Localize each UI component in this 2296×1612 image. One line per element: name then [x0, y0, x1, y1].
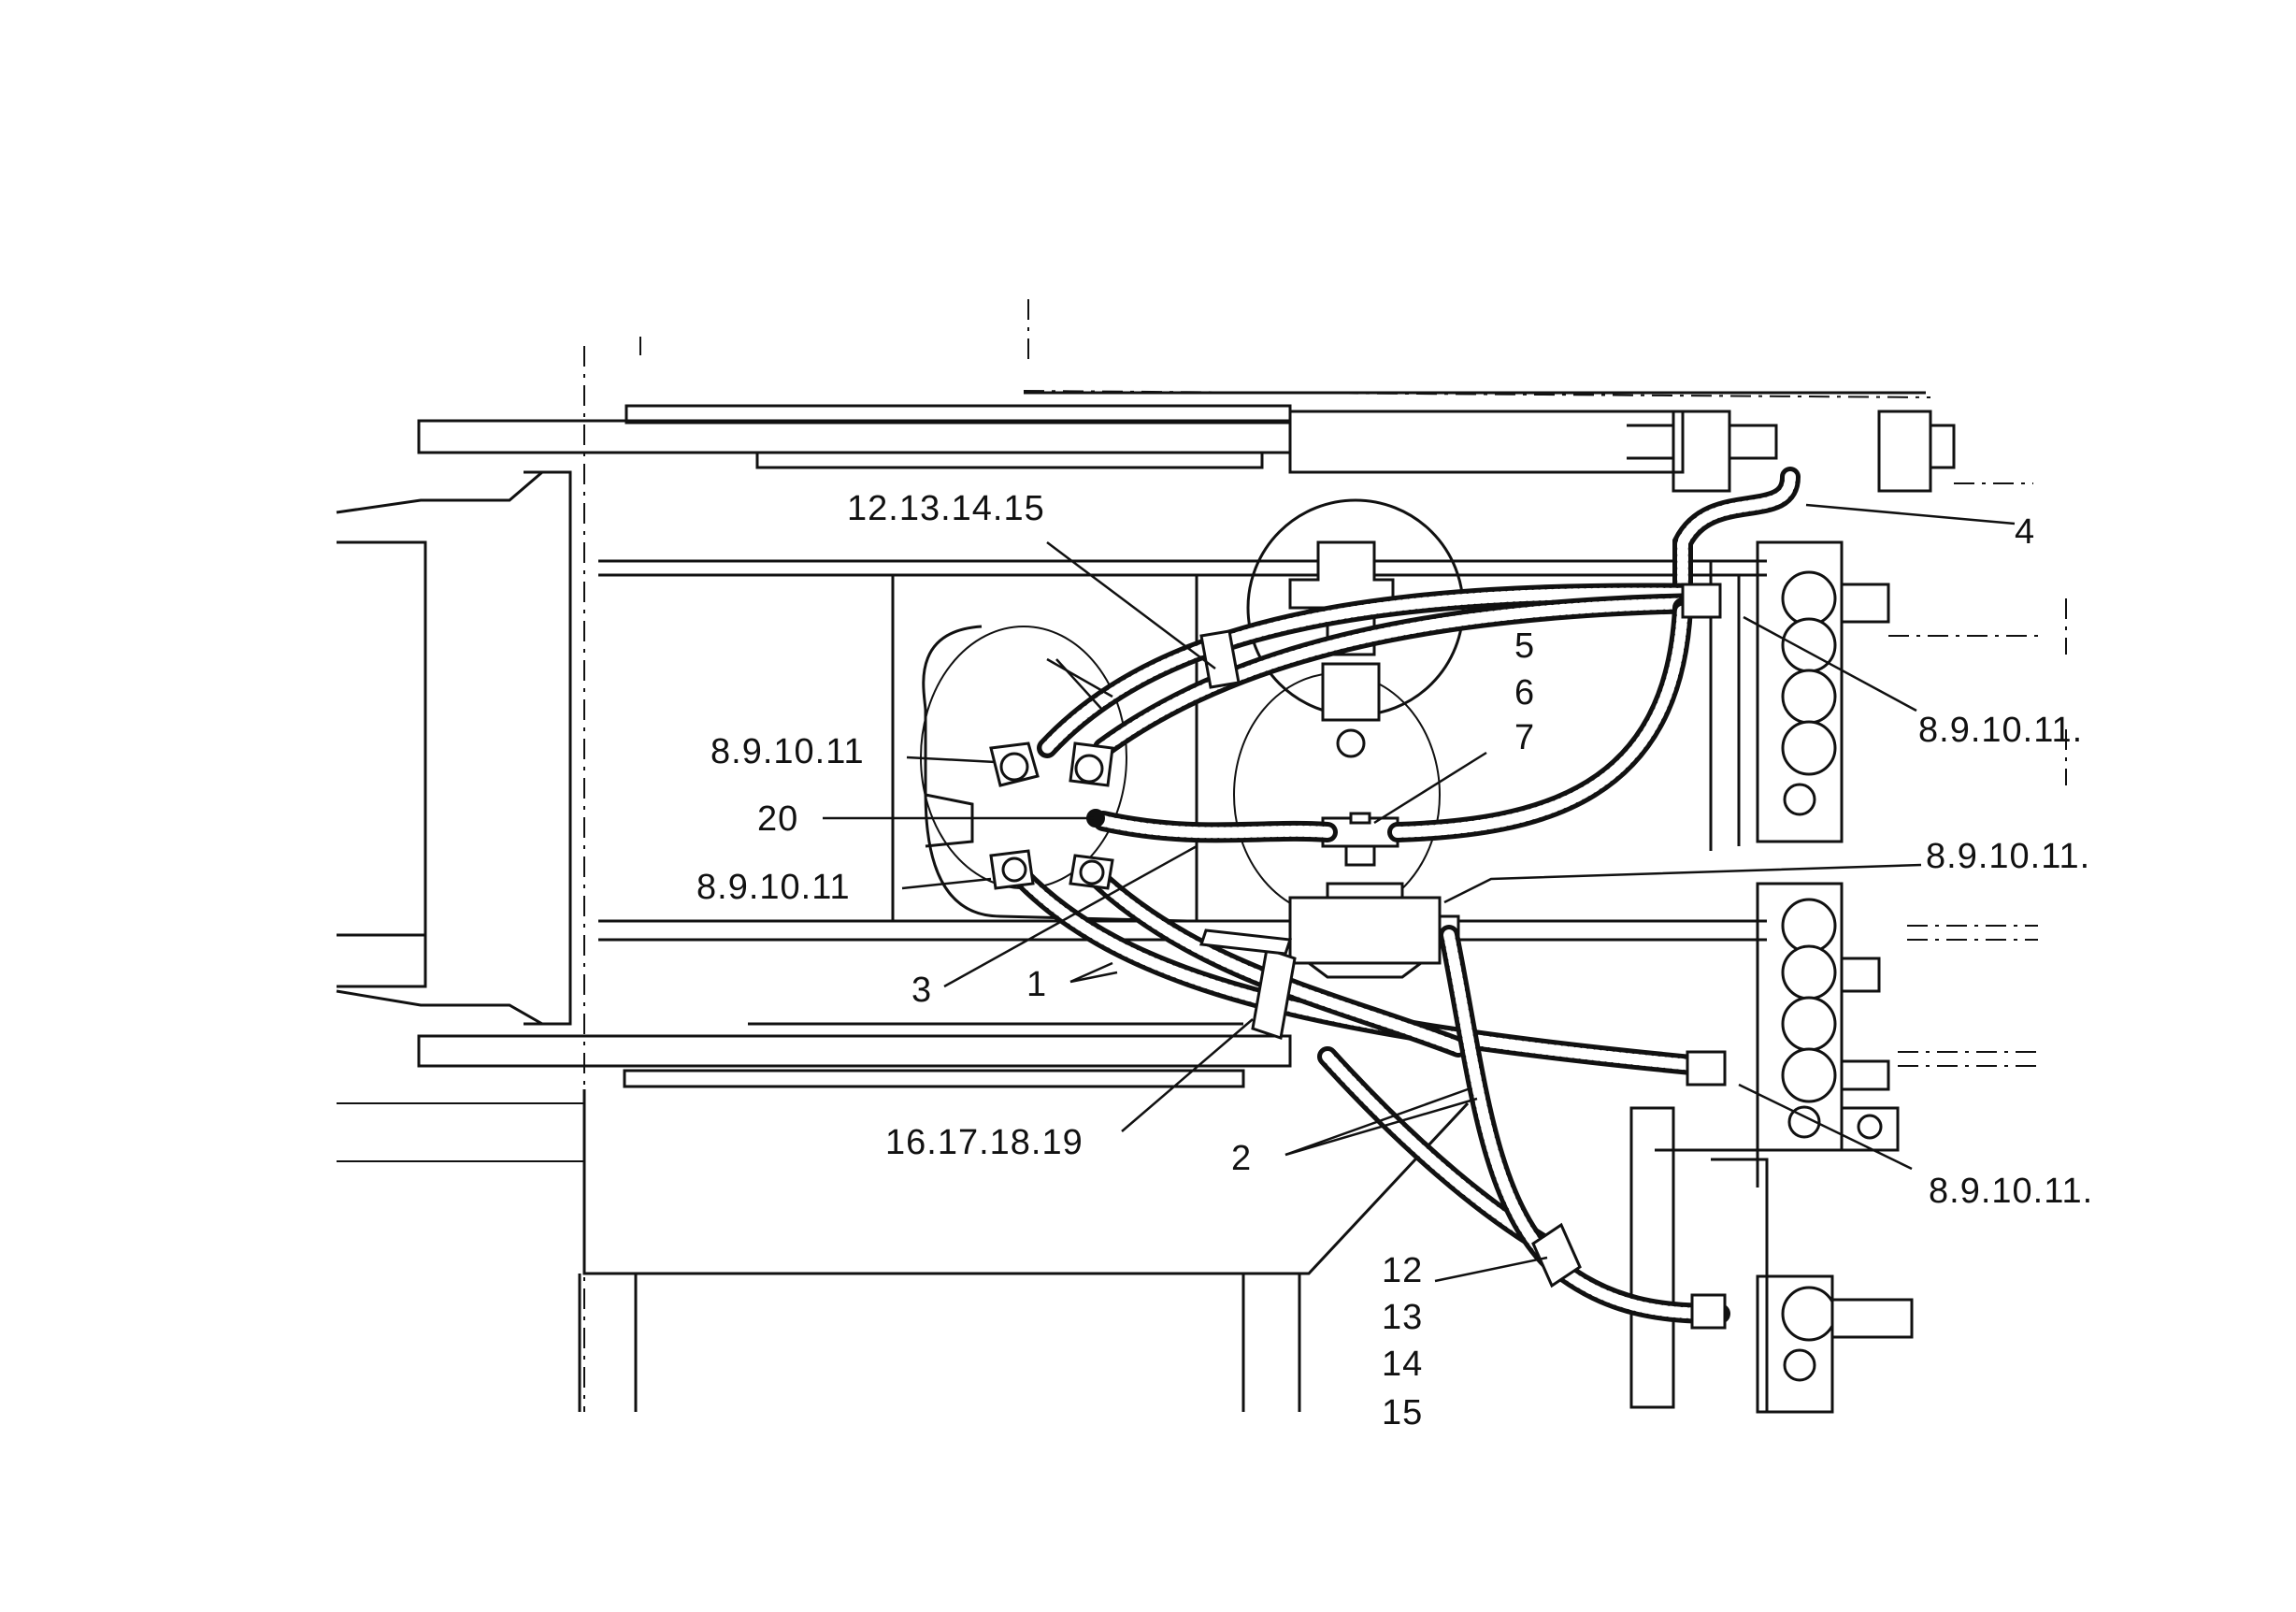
- valve-units: [1781, 570, 1914, 1382]
- callout-8-9-10-11-right-lower: 8.9.10.11.: [1929, 1172, 2094, 1211]
- callout-12: 12: [1382, 1251, 1424, 1290]
- tank-housing: [920, 498, 1465, 923]
- callout-2: 2: [1231, 1139, 1253, 1178]
- callout-4: 4: [2015, 512, 2036, 552]
- tee-fitting: [1321, 812, 1399, 867]
- chassis-frame: [336, 299, 2033, 1412]
- callout-12-13-14-15-top: 12.13.14.15: [847, 489, 1045, 528]
- leader-lines: [823, 503, 2016, 1283]
- callout-8-9-10-11-left-upper: 8.9.10.11: [710, 732, 865, 771]
- callout-8-9-10-11-right-middle: 8.9.10.11.: [1926, 837, 2091, 876]
- callout-8-9-10-11-left-lower: 8.9.10.11: [696, 868, 851, 907]
- callout-14: 14: [1382, 1345, 1424, 1384]
- valve-bank: [1629, 540, 2067, 1414]
- callout-16-17-18-19: 16.17.18.19: [885, 1123, 1083, 1162]
- callout-5: 5: [1514, 626, 1536, 666]
- pump-block: [1288, 882, 1460, 979]
- hose-4: [1672, 467, 1801, 595]
- hose-upper-arc: [1037, 583, 1712, 758]
- callout-13: 13: [1382, 1298, 1424, 1337]
- clamps-and-fittings: [989, 583, 1727, 1330]
- callout-7: 7: [1514, 718, 1536, 757]
- callout-3: 3: [911, 971, 933, 1010]
- hose-20: [1093, 597, 1693, 843]
- callout-6: 6: [1514, 673, 1536, 712]
- callout-1: 1: [1026, 965, 1048, 1004]
- callout-15: 15: [1382, 1393, 1424, 1432]
- callout-20: 20: [757, 799, 799, 839]
- callout-8-9-10-11-right-upper: 8.9.10.11.: [1918, 711, 2084, 750]
